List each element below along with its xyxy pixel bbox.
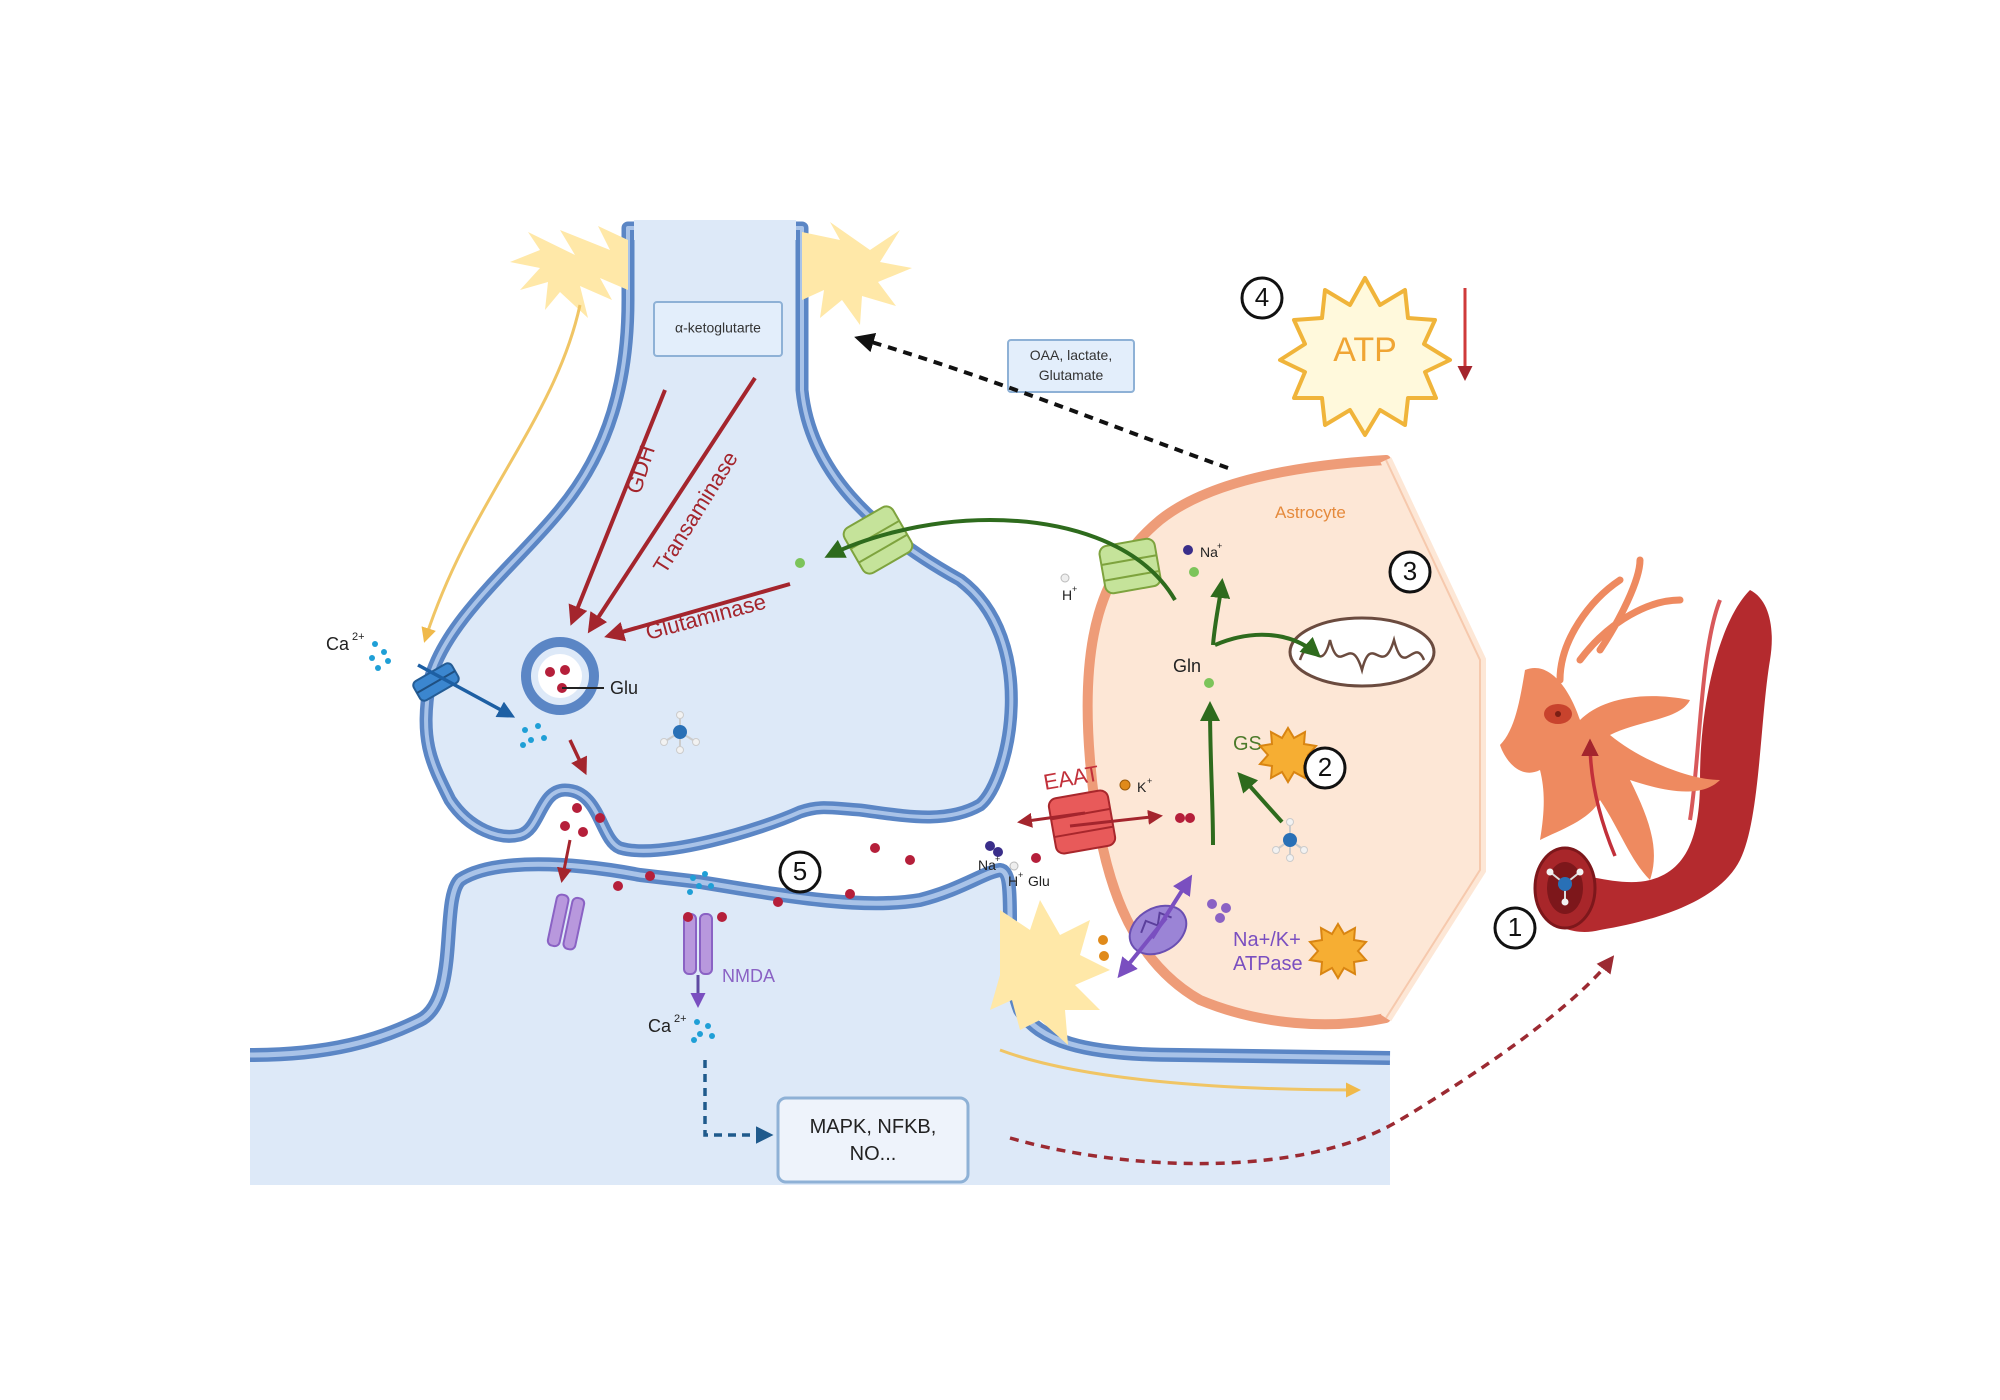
h-label-top-sup: + xyxy=(1072,584,1077,594)
vessel-to-astrocyte-arrow xyxy=(1581,738,1617,857)
astrocyte-endfoot xyxy=(1500,556,1720,880)
calcium-influx-arrow xyxy=(417,663,516,718)
ca-label-bottom: Ca xyxy=(648,1016,672,1036)
atp-label: ATP xyxy=(1333,331,1397,369)
calcium-dots-cleft xyxy=(687,871,714,895)
eaat-arrow-right xyxy=(1069,809,1163,828)
glow-burst-bottom xyxy=(990,900,1110,1045)
glutamine-dot-mid xyxy=(1204,678,1214,688)
glutaminase-arrow xyxy=(604,582,791,642)
gdh-arrow xyxy=(568,389,667,626)
gln-up-arrow xyxy=(1210,578,1231,646)
transaminase-arrow xyxy=(587,376,757,634)
atpase-label-line2: ATPase xyxy=(1233,953,1303,975)
proton-dot-eaat xyxy=(1009,861,1019,871)
gold-arrow-bottom xyxy=(999,1048,1361,1098)
ca-label-top-sup: 2+ xyxy=(352,631,365,643)
ca-label-top: Ca xyxy=(326,634,350,654)
gln-label: Gln xyxy=(1173,656,1201,676)
sodium-dot-top xyxy=(1183,545,1193,555)
glutamine-shuttle-arrow xyxy=(824,517,1177,602)
nmda-label: NMDA xyxy=(722,966,775,986)
na-label-top-sup: + xyxy=(1217,541,1222,551)
gs-label: GS xyxy=(1233,733,1262,755)
step-4-number: 4 xyxy=(1255,282,1269,312)
glu-label-eaat: Glu xyxy=(1028,873,1050,889)
akg-box: α-ketoglutarte xyxy=(653,301,783,357)
release-to-receptor-arrow xyxy=(556,839,572,883)
atp-burst-icon: ATP xyxy=(1278,276,1452,437)
eaat-arrow-left xyxy=(1017,811,1086,828)
ammonia-molecule-vessel xyxy=(1546,868,1584,906)
gold-arrow-left xyxy=(421,304,582,643)
akg-text: α-ketoglutarte xyxy=(675,320,761,336)
step-1-number: 1 xyxy=(1508,912,1522,942)
k-label: K xyxy=(1137,779,1147,795)
glow-burst-top-right xyxy=(802,222,912,325)
mitochondrion-icon xyxy=(1288,616,1436,688)
cleft-glutamate-dots xyxy=(560,803,1185,907)
nmda-receptor xyxy=(683,912,727,975)
astrocyte-to-neuron-dashed-arrow xyxy=(854,332,1229,470)
potassium-dots-atpase xyxy=(1098,935,1109,961)
glutamine-dot-neuron xyxy=(795,558,805,568)
atpase-arrow-down xyxy=(1117,916,1168,979)
mapk-box: MAPK, NFKB, NO... xyxy=(776,1096,970,1184)
calcium-dots-terminal xyxy=(520,723,547,748)
astrocyte-label: Astrocyte xyxy=(1275,503,1346,522)
vesicle-release-arrow xyxy=(568,739,587,776)
h-label-top: H xyxy=(1062,587,1072,603)
h-label-eaat-sup: + xyxy=(1018,870,1023,880)
step-2-badge: 2 xyxy=(1303,746,1347,790)
ammonia-molecule-presynaptic xyxy=(660,711,700,754)
step-4-badge: 4 xyxy=(1240,276,1284,320)
glutamine-transporter-neuron xyxy=(842,505,914,575)
k-label-sup: + xyxy=(1147,776,1152,786)
glutamate-to-gln-arrow xyxy=(1200,701,1221,846)
step-3-number: 3 xyxy=(1403,556,1417,586)
na-label-top: Na xyxy=(1200,544,1218,560)
ca-label-bottom-sup: 2+ xyxy=(674,1013,687,1025)
ammonia-to-gs-arrow xyxy=(1237,772,1284,824)
atpase-burst-icon xyxy=(1308,922,1368,980)
step-2-number: 2 xyxy=(1318,752,1332,782)
glutamine-dot-top xyxy=(1189,567,1199,577)
glutamate-receptor xyxy=(546,893,586,951)
na-label-left-sup: + xyxy=(995,854,1000,864)
oaa-box: OAA, lactate, Glutamate xyxy=(1007,339,1135,393)
mapk-line2: NO... xyxy=(850,1143,897,1165)
glow-burst-top-left xyxy=(510,226,628,318)
signaling-dashed-arrow xyxy=(703,1060,774,1144)
proton-dot-top xyxy=(1060,573,1070,583)
h-label-eaat: H xyxy=(1008,873,1018,889)
calcium-dots-bottom xyxy=(691,1019,715,1043)
mapk-line1: MAPK, NFKB, xyxy=(810,1116,937,1138)
calcium-dots-top xyxy=(369,641,391,671)
potassium-dot xyxy=(1119,779,1131,791)
glutamine-transporter-astrocyte xyxy=(1098,537,1162,595)
step-3-badge: 3 xyxy=(1388,550,1432,594)
atpase-label-line1: Na+/K+ xyxy=(1233,929,1301,951)
glu-label: Glu xyxy=(610,678,638,698)
sodium-dots-eaat xyxy=(985,841,1003,857)
glutamate-vesicle xyxy=(521,637,599,715)
signaling-to-vessel-dashed-arrow xyxy=(1009,955,1615,1166)
gln-to-mitochondria-arrow xyxy=(1214,632,1321,658)
glutamate-dot-eaat xyxy=(1031,853,1041,863)
oaa-line2: Glutamate xyxy=(1039,367,1104,383)
oaa-line1: OAA, lactate, xyxy=(1030,347,1112,363)
sodium-dots-atpase xyxy=(1207,899,1231,923)
ammonia-molecule-astrocyte xyxy=(1272,818,1308,862)
na-label-left: Na xyxy=(978,857,996,873)
gs-burst-icon xyxy=(1258,726,1318,784)
glutamate-dot-astro-a xyxy=(1185,813,1195,823)
step-5-badge: 5 xyxy=(778,850,822,894)
step-1-badge: 1 xyxy=(1493,906,1537,950)
step-5-number: 5 xyxy=(793,856,807,886)
